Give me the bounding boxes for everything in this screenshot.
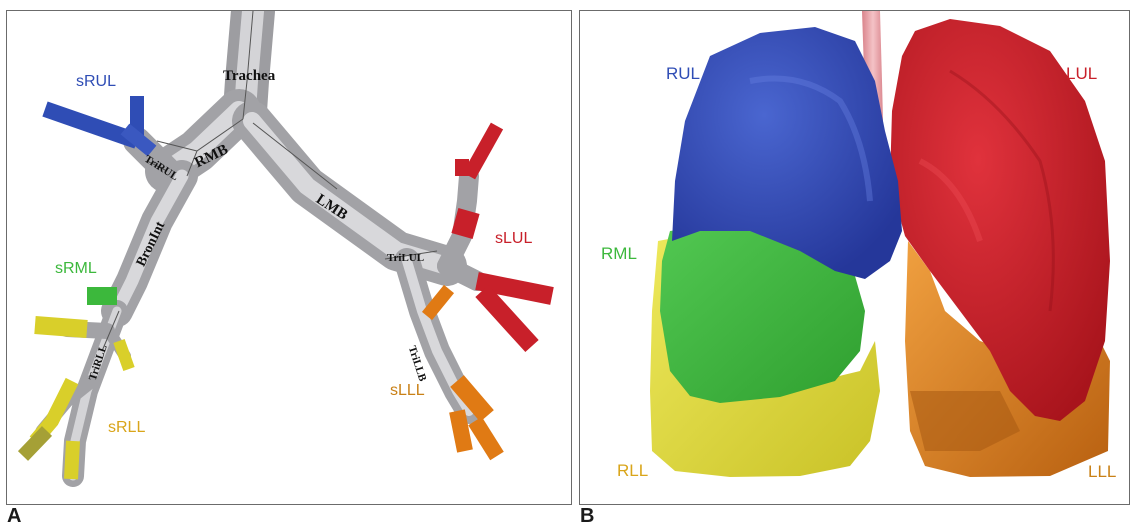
- slll-label: sLLL: [390, 383, 425, 399]
- slul-label: sLUL: [495, 231, 532, 247]
- rul-label: RUL: [666, 65, 700, 82]
- panel-letter-a: A: [7, 505, 21, 528]
- slll-segment: [427, 289, 449, 316]
- rml-label: RML: [601, 245, 637, 262]
- sml-label: sRML: [55, 261, 97, 277]
- trilul-label: TriLUL: [387, 253, 424, 264]
- lll-label: LLL: [1088, 463, 1116, 480]
- lung-lobes-panel: RUL RML RLL LUL LLL: [579, 10, 1130, 505]
- airway-tree-panel: Trachea RMB LMB TriRUL BronInt TriLUL Tr…: [6, 10, 572, 505]
- slul-segment: [469, 126, 497, 176]
- panel-letter-b: B: [580, 505, 594, 528]
- lul-label: LUL: [1066, 65, 1097, 82]
- trachea-label: Trachea: [223, 69, 275, 84]
- srll-segment: [35, 325, 87, 329]
- srul-label: sRUL: [76, 74, 116, 90]
- rll-label: RLL: [617, 462, 648, 479]
- lung-lobes-illustration: [580, 11, 1129, 504]
- srll-label: sRLL: [108, 420, 145, 436]
